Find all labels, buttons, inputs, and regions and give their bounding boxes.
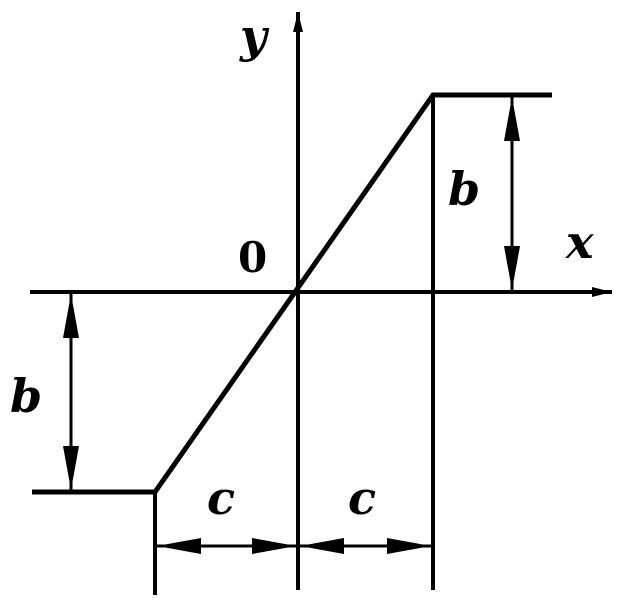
c-right-label: c <box>348 471 376 525</box>
b-upper-label: b <box>448 162 480 216</box>
c-left-label: c <box>207 471 235 525</box>
x-axis-label: x <box>565 215 594 269</box>
origin-label: 0 <box>238 233 267 282</box>
y-axis-label: y <box>239 9 270 63</box>
characteristic-curve <box>32 92 552 495</box>
b-lower-label: b <box>10 369 42 423</box>
